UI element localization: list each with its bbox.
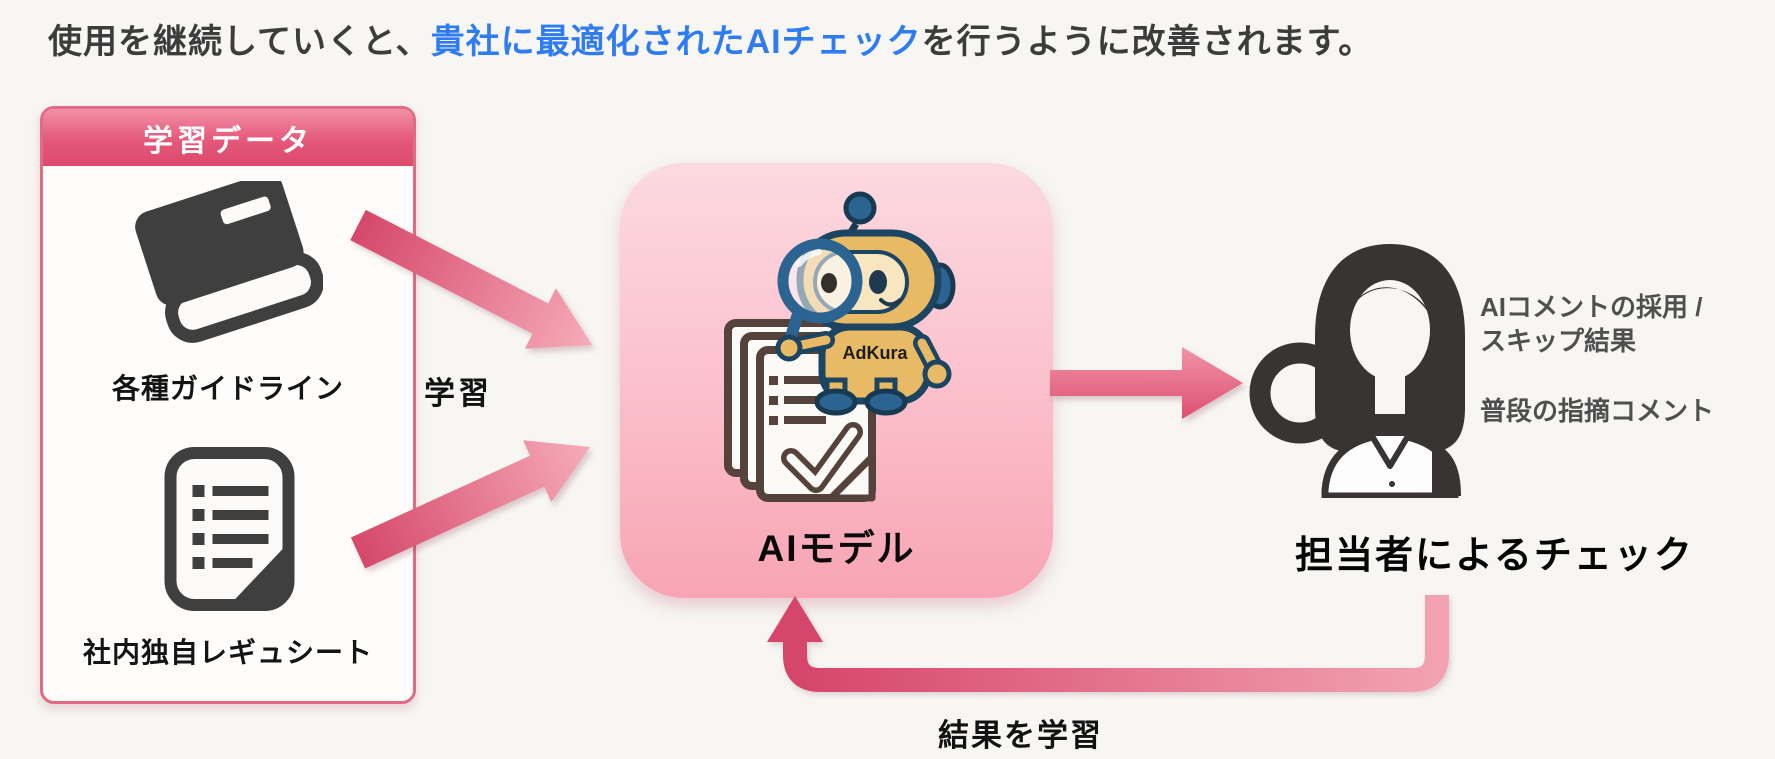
note-line-2: スキップ結果 — [1480, 326, 1637, 356]
learn-arrow-label: 学習 — [424, 376, 492, 411]
guidelines-label: 各種ガイドライン — [111, 373, 344, 404]
title-prefix: 使用を継続していくと、 — [48, 23, 431, 61]
title-suffix: を行うように改善されます。 — [921, 23, 1374, 61]
learn-arrow-bottom — [350, 440, 590, 569]
feedback-arrow — [767, 595, 1449, 692]
fringe — [1350, 287, 1433, 320]
checker-notes: AIコメントの採用 / スキップ結果 普段の指摘コメント — [1480, 290, 1714, 428]
learn-arrow-top — [350, 209, 592, 349]
robot-figure: AdKura — [775, 191, 956, 416]
learning-data-header: 学習データ — [43, 109, 413, 166]
adkura-mascot-icon: AdKura — [724, 191, 956, 502]
mascot-name-text: AdKura — [842, 343, 908, 363]
note-line-1: AIコメントの採用 / — [1480, 292, 1703, 322]
ai-model-label: AIモデル — [757, 528, 916, 569]
feedback-label: 結果を学習 — [938, 718, 1103, 753]
reviewer-magnifier-ring — [1249, 342, 1351, 444]
magnifier-icon — [775, 238, 863, 362]
checker-label: 担当者によるチェック — [1295, 535, 1694, 577]
learning-data-box: 学習データ 各種ガイドライン 社内独自レギュシート — [40, 106, 416, 704]
flow-arrow-right — [1050, 347, 1243, 419]
title-highlight: 貴社に最適化されたAIチェック — [430, 23, 922, 61]
page-title: 使用を継続していくと、貴社に最適化されたAIチェックを行うように改善されます。 — [48, 14, 1373, 63]
regulation-sheet-icon — [164, 447, 295, 611]
book-icon — [135, 181, 323, 343]
note-line-3: 普段の指摘コメント — [1480, 396, 1715, 426]
reviewer-icon — [1249, 244, 1465, 498]
regulation-sheet-label: 社内独自レギュシート — [82, 637, 373, 668]
